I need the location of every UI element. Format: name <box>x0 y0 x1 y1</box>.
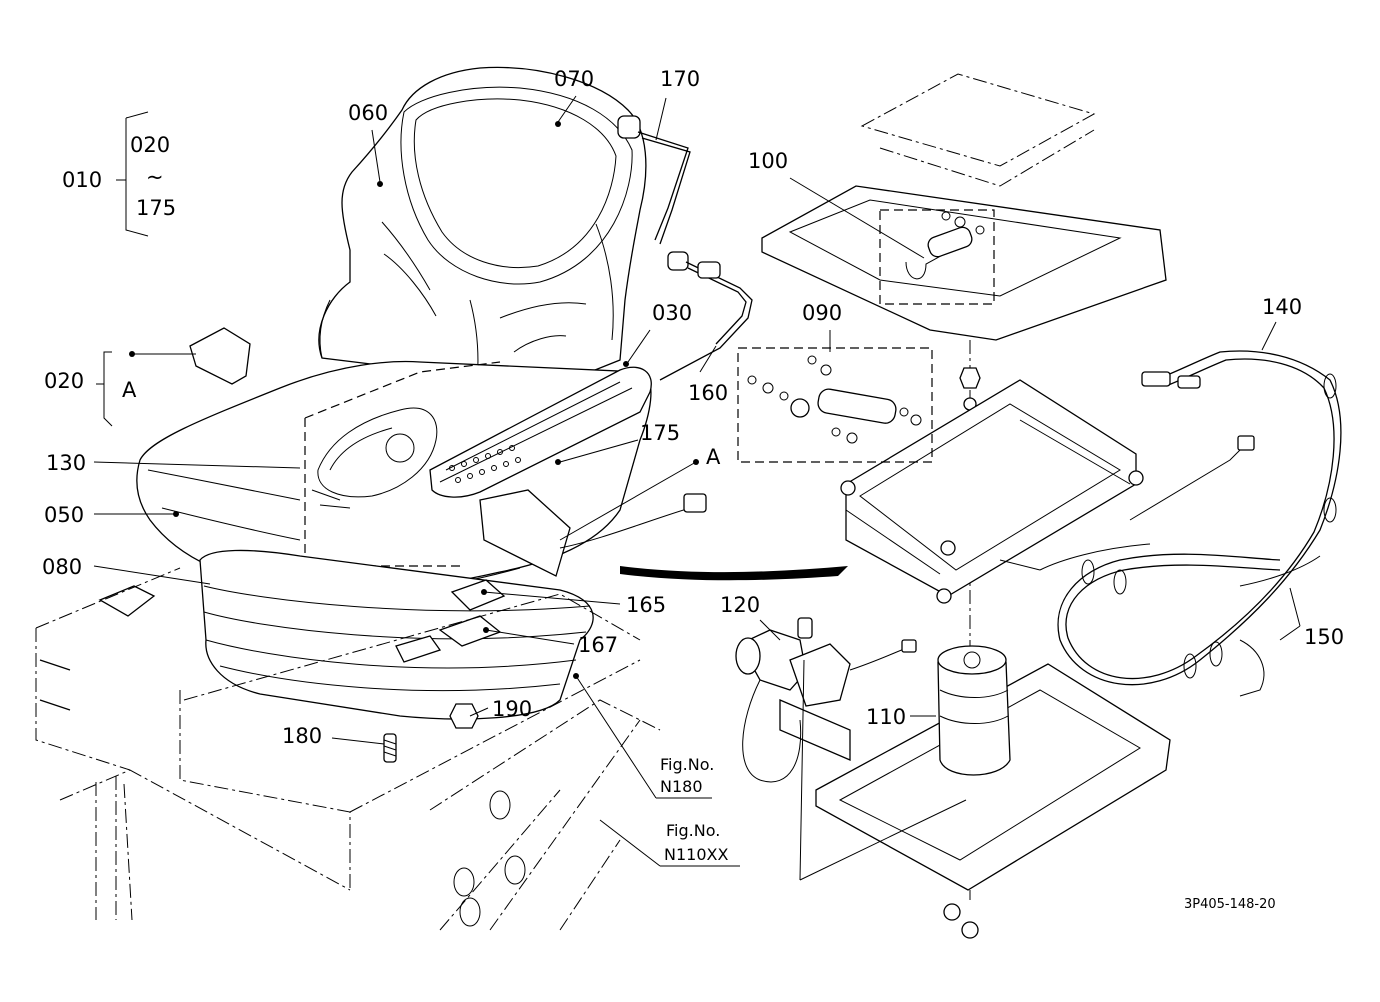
callout-020-range-start: 020 <box>130 133 170 157</box>
leader-lines <box>93 95 1301 881</box>
callout-140: 140 <box>1262 295 1302 319</box>
callout-020: 020 <box>44 369 84 393</box>
fasteners <box>383 703 479 763</box>
callout-060: 060 <box>348 101 388 125</box>
armrest <box>429 366 652 498</box>
wiring-harness <box>999 350 1342 697</box>
suspension-bellows <box>199 549 594 720</box>
cab-floor <box>35 567 661 931</box>
callout-167: 167 <box>578 633 618 657</box>
callout-110: 110 <box>866 705 906 729</box>
callout-150: 150 <box>1304 625 1344 649</box>
ref-a-left: A <box>122 378 137 402</box>
callout-080: 080 <box>42 555 82 579</box>
figure-ref-id: N180 <box>660 777 703 796</box>
callout-030: 030 <box>652 301 692 325</box>
figure-reference-n110xx: Fig.No. N110XX <box>664 821 728 864</box>
air-spring <box>937 645 1011 776</box>
callout-010: 010 <box>62 168 102 192</box>
callout-175: 175 <box>640 421 680 445</box>
figure-ref-prefix: Fig.No. <box>660 755 714 774</box>
scissor-frame <box>840 379 1144 604</box>
compressor <box>735 617 917 783</box>
callout-180: 180 <box>282 724 322 748</box>
callout-labels: 010 020 ~ 175 020 A 060 070 170 030 160 … <box>42 67 1344 748</box>
callout-190: 190 <box>492 697 532 721</box>
armrest-keypad <box>449 445 521 483</box>
callout-120: 120 <box>720 593 760 617</box>
callout-170: 170 <box>660 67 700 91</box>
figure-ref-prefix: Fig.No. <box>666 821 720 840</box>
top-plate-assembly <box>761 73 1167 341</box>
drawing-number: 3P405-148-20 <box>1184 897 1276 912</box>
callout-130: 130 <box>46 451 86 475</box>
callout-100: 100 <box>748 149 788 173</box>
ref-a-right: A <box>706 445 721 469</box>
belt-and-plug <box>479 489 707 577</box>
assembly-arrow <box>620 566 848 581</box>
callout-070: 070 <box>554 67 594 91</box>
callout-050: 050 <box>44 503 84 527</box>
figure-reference-n180: Fig.No. N180 <box>660 755 714 796</box>
callout-175-range-end: 175 <box>136 196 176 220</box>
callout-160: 160 <box>688 381 728 405</box>
callout-090: 090 <box>802 301 842 325</box>
wiring-tube <box>617 115 753 381</box>
seat-backrest <box>318 66 647 393</box>
range-mark: ~ <box>146 165 164 189</box>
figure-ref-id: N110XX <box>664 845 728 864</box>
roller-pins <box>737 347 933 463</box>
callout-165: 165 <box>626 593 666 617</box>
